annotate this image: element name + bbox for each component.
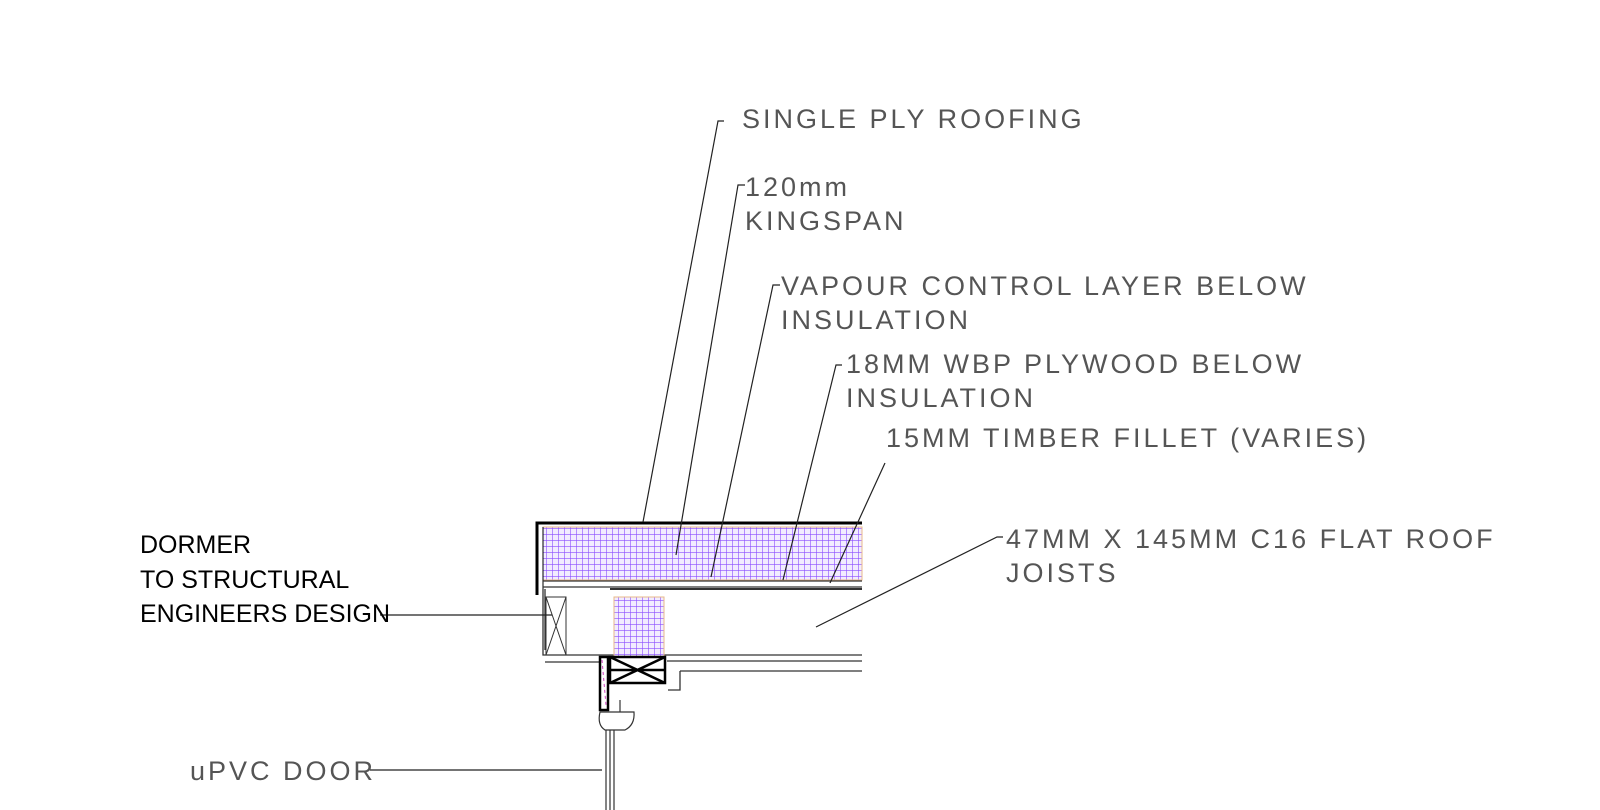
label-vcl-line2: INSULATION <box>781 305 971 335</box>
label-single-ply-roofing: SINGLE PLY ROOFING <box>742 104 1085 134</box>
label-joists-line1: 47MM X 145MM C16 FLAT ROOF <box>1006 524 1496 554</box>
label-vcl-line1: VAPOUR CONTROL LAYER BELOW <box>781 271 1309 301</box>
label-plywood-line1: 18MM WBP PLYWOOD BELOW <box>846 349 1304 379</box>
kingspan-insulation <box>542 526 863 581</box>
plywood-deck <box>543 580 862 590</box>
door-head-timber <box>598 655 667 712</box>
label-upvc-door: uPVC DOOR <box>190 756 376 786</box>
label-plywood-line2: INSULATION <box>846 383 1036 413</box>
label-timber-fillet: 15MM TIMBER FILLET (VARIES) <box>886 423 1369 453</box>
label-dormer-line1: DORMER <box>140 531 251 559</box>
label-dormer-line3: ENGINEERS DESIGN <box>140 600 390 628</box>
dormer-timber <box>545 596 567 656</box>
insulation-block <box>613 596 665 658</box>
label-dormer-line2: TO STRUCTURAL <box>140 566 349 594</box>
roof-joist <box>542 589 862 691</box>
label-kingspan: KINGSPAN <box>745 206 907 236</box>
label-kingspan-thickness: 120mm <box>745 172 850 202</box>
label-joists-line2: JOISTS <box>1006 558 1119 588</box>
upvc-door-frame <box>598 700 635 810</box>
single-ply-membrane <box>535 521 862 595</box>
leader-lines <box>370 120 1003 771</box>
